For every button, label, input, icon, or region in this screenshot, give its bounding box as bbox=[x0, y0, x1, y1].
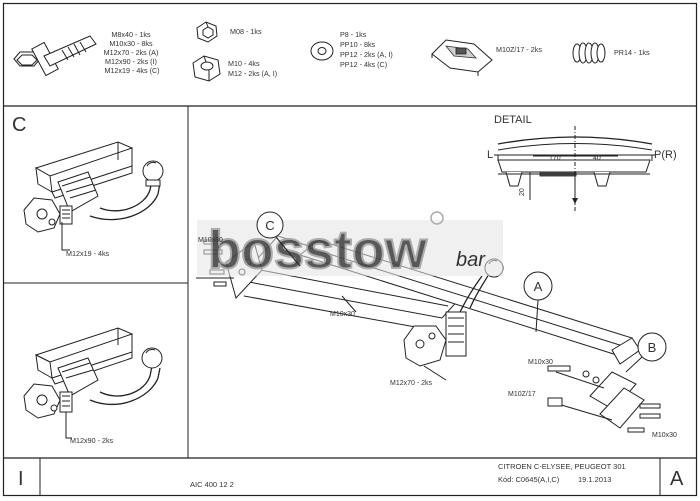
variant-c-letter: C bbox=[12, 114, 26, 136]
bolt-drawing bbox=[13, 35, 97, 77]
bolt-spec: M10x30 - 8ks bbox=[109, 39, 153, 48]
callout-b-circle bbox=[637, 332, 667, 362]
label-m10x30-left: M10x30 bbox=[198, 237, 223, 244]
label-m10x30-bottom: M10x30 bbox=[652, 432, 677, 439]
label-m10x30-mid: M10x30 bbox=[330, 311, 355, 318]
callout-a-label: A bbox=[534, 279, 543, 294]
watermark-brand: bosstow bbox=[208, 220, 428, 280]
bolt-spec: M12x90 - 2ks (I) bbox=[105, 57, 157, 66]
svg-text:M10 - 4ks M12 - 2ks (A, I): M10 - 4ks M12 - 2ks (A, I) bbox=[228, 59, 277, 78]
washer-spec: PP10 - 8ks bbox=[340, 40, 376, 49]
variant-i-callout: M12x90 - 2ks bbox=[70, 436, 114, 445]
large-nut-spec: M12 - 2ks (A, I) bbox=[228, 69, 277, 78]
bolt-spec: M12x70 - 2ks (A) bbox=[104, 48, 159, 57]
clip-spec: M10Z/17 - 2ks bbox=[496, 45, 542, 54]
detail-dim-20: 20 bbox=[519, 188, 526, 196]
variant-i-drawing bbox=[23, 327, 163, 439]
detail-drawing bbox=[494, 126, 655, 212]
bolt-spec: M12x19 - 4ks (C) bbox=[104, 66, 159, 75]
main-assembly bbox=[196, 235, 661, 433]
small-nut-spec: M08 - 1ks bbox=[230, 27, 262, 36]
watermark-suffix: bar bbox=[456, 249, 486, 271]
detail-left: L bbox=[487, 149, 493, 161]
detail-title: DETAIL bbox=[494, 114, 532, 126]
label-m12x70: M12x70 - 2ks bbox=[390, 380, 433, 387]
large-nut-spec: M10 - 4ks bbox=[228, 59, 260, 68]
svg-text:M8x40 - 1ks M10x30 - 8ks: M8x40 - 1ks M10x30 - 8ks M12x70 - 2ks (A… bbox=[104, 30, 161, 75]
washer-spec: P8 - 1ks bbox=[340, 30, 367, 39]
footer-vehicle: CITROEN C-ELYSEE, PEUGEOT 301 bbox=[498, 462, 626, 471]
bolt-spec: M8x40 - 1ks bbox=[111, 30, 151, 39]
callout-b-label: B bbox=[648, 340, 657, 355]
washer-spec: PP12 - 4ks (C) bbox=[340, 60, 387, 69]
large-nut-drawing bbox=[192, 55, 221, 82]
footer-date: 19.1.2013 bbox=[578, 475, 611, 484]
footer-code: Kód: C0645(A,I,C) bbox=[498, 475, 560, 484]
label-m10x30-right: M10x30 bbox=[528, 359, 553, 366]
svg-text:P8 - 1ks PP10 - 8ks PP: P8 - 1ks PP10 - 8ks PP12 - 2ks (A, I) PP… bbox=[340, 30, 395, 69]
washer-spec: PP12 - 2ks (A, I) bbox=[340, 50, 393, 59]
footer-variant-i: I bbox=[18, 468, 24, 490]
detail-right: P(R) bbox=[654, 149, 677, 161]
detail-dim-40: 40 bbox=[593, 155, 601, 162]
spring-drawing bbox=[572, 42, 606, 64]
callout-c-label: C bbox=[265, 218, 274, 233]
variant-c-drawing bbox=[23, 141, 164, 251]
footer-variant-a: A bbox=[670, 468, 684, 490]
small-nut-drawing bbox=[196, 21, 218, 43]
label-m10z17: M10Z/17 bbox=[508, 391, 536, 398]
detail-dim-170: 170 bbox=[549, 155, 561, 162]
variant-c-callout: M12x19 - 4ks bbox=[66, 249, 110, 258]
svg-text:Kód: C0645(A,I,C) 19.1.201: Kód: C0645(A,I,C) 19.1.2013 bbox=[498, 475, 611, 484]
clip-drawing bbox=[431, 39, 493, 76]
footer-doc-number: AIC 400 12 2 bbox=[190, 480, 234, 489]
callout-c-circle bbox=[256, 211, 284, 239]
spring-spec: PR14 - 1ks bbox=[614, 48, 650, 57]
washer-drawing bbox=[310, 41, 334, 61]
watermark-logo: bosstow bar bbox=[197, 211, 503, 281]
